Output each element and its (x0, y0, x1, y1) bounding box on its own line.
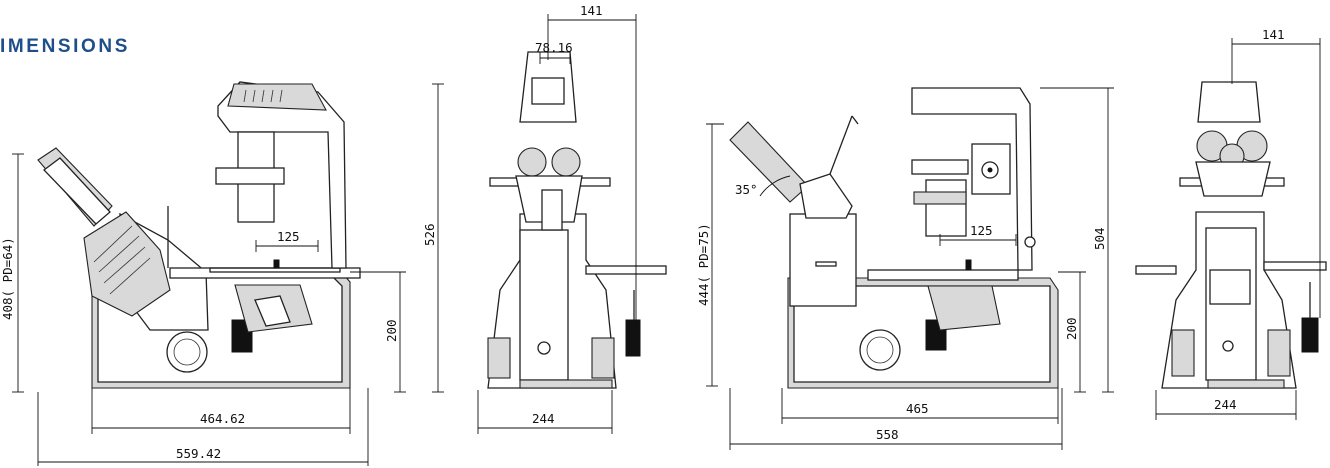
dim-front-width: 244 (532, 411, 555, 426)
section-heading: IMENSIONS (0, 36, 131, 57)
dim-total-height-2: 504 (1092, 227, 1107, 250)
dim-front-width-2: 244 (1214, 397, 1237, 412)
microscope-side-view-1: 408( PD=64) 526 200 125 464.62 559.42 (0, 81, 444, 466)
dim-front-offset: 141 (580, 3, 603, 18)
dim-eyepiece-height: 408( PD=64) (0, 237, 15, 320)
dim-stage-height-2: 200 (1064, 317, 1079, 340)
dim-base-length: 464.62 (200, 411, 245, 426)
dim-stage-height: 200 (384, 319, 399, 342)
microscope-front-view-4: 141 244 (1135, 27, 1327, 420)
dim-front-offset-2: 141 (1262, 27, 1285, 42)
dim-total-height: 526 (422, 223, 437, 246)
dim-base-length-2: 465 (906, 401, 929, 416)
dim-total-length: 559.42 (176, 446, 221, 461)
dim-eyepiece-angle: 35° (735, 182, 758, 197)
dim-condenser-offset-2: 125 (970, 223, 993, 238)
microscope-side-view-3: 444( PD=75) 35° 504 200 125 465 558 (696, 87, 1114, 450)
dim-top-width: 78.16 (535, 40, 573, 55)
dim-total-length-2: 558 (876, 427, 899, 442)
dim-condenser-offset: 125 (277, 229, 300, 244)
dim-eyepiece-height-2: 444( PD=75) (696, 223, 711, 306)
microscope-front-view-2: 78.16 141 244 (477, 3, 667, 434)
